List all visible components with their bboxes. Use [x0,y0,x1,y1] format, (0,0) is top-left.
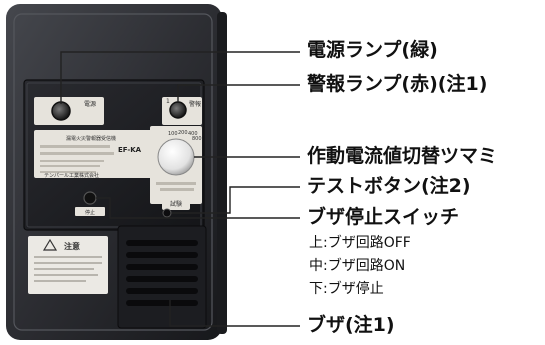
label-power-lamp: 電源ランプ(緑) [307,39,438,61]
label-test-button: テストボタン(注2) [307,175,471,197]
switch-position-lower: 下:ブザ停止 [309,281,384,297]
test-label: 試験 [170,200,182,208]
model-code: EF-KA [118,146,142,154]
buzzer-stop-switch[interactable] [83,191,97,205]
power-lamp-plate: 電源 [34,97,104,125]
label-buzzer-switch: ブザ停止スイッチ [307,206,460,228]
caution-label: 注意 [28,236,108,294]
power-plate-text: 電源 [84,100,96,108]
label-current-knob: 作動電流値切替ツマミ [307,145,498,167]
warning-icon [42,238,58,251]
label-alarm-lamp: 警報ランプ(赤)(注1) [307,73,488,95]
leader-lines [60,51,300,327]
leader-buzzer-switch [96,197,300,219]
model-title: 漏電火災警報器受信機 [66,135,116,142]
switch-position-upper: 上:ブザ回路OFF [309,235,411,251]
switch-position-middle: 中:ブザ回路ON [309,258,406,274]
test-button[interactable] [162,208,172,218]
alarm-plate-text: 警報 [189,100,201,108]
knob-scale-4: 800 [192,136,202,142]
leader-test-button [172,186,300,214]
plate-number-1: 1 [166,98,170,105]
stop-label: 停止 [85,209,95,216]
test-button-area: 試験 [162,196,190,218]
alarm-lamp [169,101,187,119]
leader-alarm-lamp [177,84,300,102]
knob-scale-1: 100 [168,131,178,137]
buzzer-switch-area: 停止 [75,191,105,216]
power-lamp [51,101,71,121]
current-knob-plate: 100 200 400 800 [150,126,202,204]
caution-title: 注意 [64,241,80,251]
knob-scale-3: 400 [188,131,198,137]
label-buzzer: ブザ(注1) [307,314,395,336]
alarm-lamp-plate: 警報 1 [162,97,202,125]
knob-scale-2: 200 [178,130,188,136]
model-plate: 漏電火災警報器受信機 EF-KA テンパール工業株式会社 [34,130,152,179]
leader-power-lamp [60,51,300,104]
current-knob[interactable] [157,138,195,176]
maker-name: テンパール工業株式会社 [44,172,99,179]
leader-buzzer [169,300,300,327]
buzzer-grille [117,225,207,329]
